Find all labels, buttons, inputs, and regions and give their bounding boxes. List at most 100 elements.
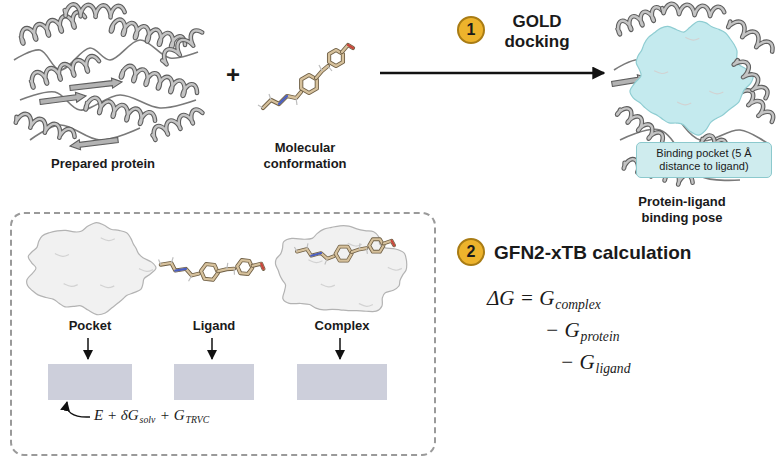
surface-shade — [308, 260, 322, 263]
surface-shade — [388, 267, 402, 270]
bond — [218, 262, 234, 278]
hydrogen — [357, 243, 362, 249]
bond-outline — [342, 45, 353, 52]
hydrogen — [258, 105, 263, 108]
bond — [161, 252, 199, 286]
bond — [384, 238, 396, 248]
helix — [734, 60, 768, 98]
label-text: E + δG — [94, 407, 139, 423]
surface-shade — [685, 37, 699, 40]
label-text: − G — [560, 350, 595, 374]
bond — [342, 45, 353, 52]
hydrogen — [319, 65, 322, 71]
bond-outline — [297, 239, 334, 269]
subscript: ligand — [596, 361, 631, 376]
bond-outline — [253, 260, 265, 272]
hydrogen — [170, 257, 175, 263]
helix — [152, 110, 202, 140]
complex-surface — [275, 226, 406, 312]
surface-shade — [677, 102, 691, 105]
helix — [111, 20, 185, 48]
surface-shade — [321, 284, 335, 287]
protein-cartoon — [14, 4, 202, 149]
bond — [316, 66, 328, 78]
down-arrow — [211, 338, 213, 359]
helix-outline — [16, 114, 75, 138]
ligand-sticks — [258, 45, 353, 108]
helix-outline — [734, 60, 768, 98]
caption-label: Molecular conformation — [248, 140, 363, 172]
helix — [121, 66, 197, 96]
callout-box: Binding pocket (5 Å distance to ligand) — [636, 142, 772, 178]
oxygen — [260, 264, 266, 269]
node-text: 2 — [467, 243, 476, 261]
helix — [662, 4, 724, 16]
helix-outline — [21, 12, 85, 43]
binding-formula: − Gprotein — [545, 318, 620, 345]
label-text: GOLD docking — [504, 12, 569, 51]
hydrogen — [269, 94, 271, 100]
nitrogen — [311, 249, 321, 259]
label-text: GFN2-xTB calculation — [494, 242, 691, 263]
curved-arrow — [67, 402, 90, 417]
down-arrow — [339, 338, 341, 359]
molecule — [293, 200, 395, 292]
subscript: TRVC — [186, 414, 210, 425]
bond-outline — [352, 243, 367, 258]
surface-shade — [55, 254, 69, 257]
strand — [70, 138, 118, 150]
bond — [367, 236, 385, 255]
molecule — [258, 45, 353, 108]
step-title: GOLD docking — [489, 12, 585, 52]
hydrogen — [296, 98, 297, 105]
label-text: Molecular conformation — [263, 140, 346, 171]
hydrogen — [231, 269, 237, 275]
label-text: ΔG = G — [487, 286, 554, 310]
energy-box: Gprotein — [48, 364, 131, 400]
strand — [70, 78, 122, 90]
panel-label: Pocket — [69, 318, 112, 333]
energy-formula: E + δGsolv + GTRVC — [94, 406, 209, 426]
bond — [352, 243, 367, 258]
dashed-group: GproteinGligandGcomplexPocketLigandCompl… — [10, 212, 436, 456]
helix-outline — [162, 31, 202, 65]
node-text: 1 — [467, 21, 476, 39]
plus-sign: + — [226, 60, 240, 89]
surface-shade — [709, 91, 723, 94]
caption-label: Protein-ligand binding pose — [615, 194, 750, 226]
hydrogen — [224, 263, 230, 269]
helix-outline — [152, 110, 202, 140]
oxygen — [390, 241, 395, 246]
nitrogen — [279, 96, 287, 104]
helix-outline — [111, 20, 185, 48]
nitrogen — [175, 264, 186, 275]
helix — [21, 12, 85, 43]
bond-outline — [316, 66, 328, 78]
panel-label: Ligand — [193, 318, 236, 333]
bond — [297, 239, 334, 269]
node-text: Binding pocket (5 Å distance to ligand) — [656, 147, 751, 172]
helix — [85, 98, 155, 124]
bond-outline — [384, 238, 396, 248]
label-text: + G — [160, 407, 185, 423]
strand — [40, 92, 86, 104]
subscript: complex — [555, 297, 600, 312]
surface-models — [27, 200, 407, 315]
hydrogen — [324, 259, 328, 265]
label-text: − G — [545, 318, 580, 342]
subscript: solv — [140, 414, 156, 425]
complex-cartoon — [612, 4, 774, 185]
helix-outline — [618, 7, 663, 34]
panel-label: Complex — [315, 318, 370, 333]
oxygen — [348, 45, 353, 48]
hydrogen — [188, 275, 193, 281]
surface-shade — [100, 285, 114, 288]
binding-formula: ΔG = Gcomplex — [487, 286, 601, 313]
surface-shade — [64, 284, 78, 287]
binding-formula: − Gligand — [560, 350, 630, 377]
bond-outline — [218, 262, 234, 278]
subscript: protein — [581, 329, 620, 344]
energy-box: Gcomplex — [297, 364, 387, 400]
step-number: 1 — [457, 16, 485, 44]
molecule — [157, 213, 265, 314]
